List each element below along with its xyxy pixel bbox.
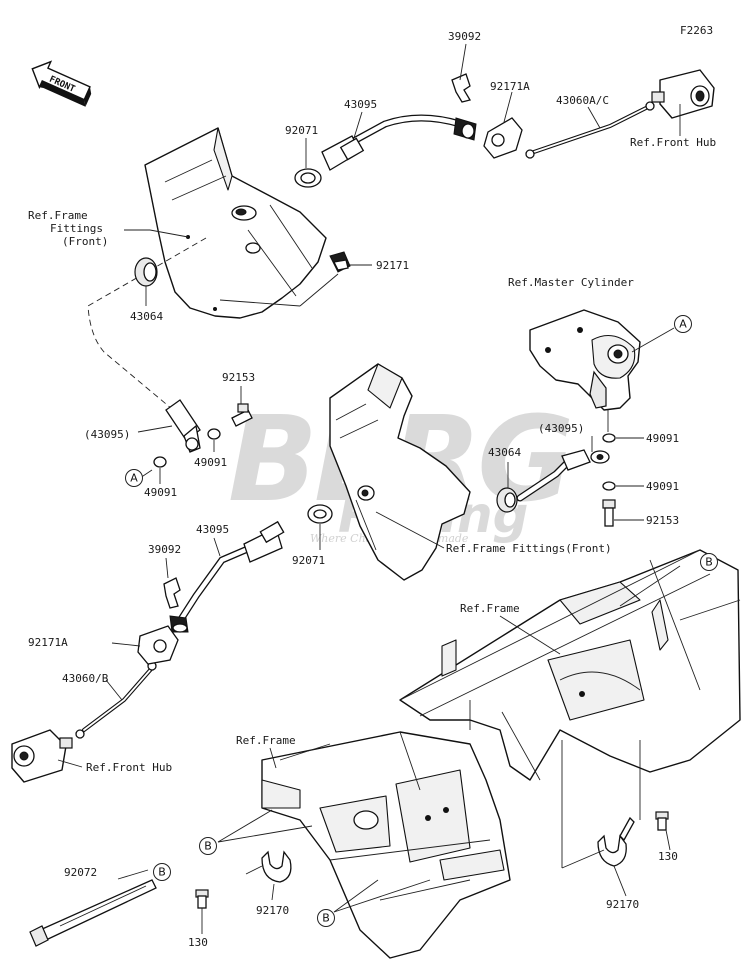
callout-a-right-text: A bbox=[679, 318, 687, 331]
label-ref-frame-fittings-l2: Fittings bbox=[50, 222, 103, 235]
label-49091-mid: 49091 bbox=[194, 456, 227, 469]
washer-49091-right2 bbox=[602, 481, 616, 491]
clamp-92170-right bbox=[597, 816, 635, 867]
hose-fitting-lower bbox=[169, 520, 285, 633]
label-43095-paren-right: (43095) bbox=[538, 422, 584, 435]
hose-fitting-upper bbox=[321, 117, 477, 171]
label-92170-left: 92170 bbox=[256, 904, 289, 917]
frame-fitting-middle bbox=[329, 363, 471, 581]
label-92171a-top: 92171A bbox=[490, 80, 530, 93]
label-39092-left: 39092 bbox=[148, 543, 181, 556]
bolt-130-right bbox=[655, 811, 669, 831]
clamp-92170-left bbox=[261, 850, 292, 883]
label-92153-right: 92153 bbox=[646, 514, 679, 527]
label-92071-mid: 92071 bbox=[292, 554, 325, 567]
label-49091-left: 49091 bbox=[144, 486, 177, 499]
label-92072: 92072 bbox=[64, 866, 97, 879]
clip-39092-left bbox=[163, 577, 181, 609]
diagram-code: F2263 bbox=[680, 24, 713, 37]
bolt-92153-left bbox=[231, 403, 253, 427]
callout-b-bottom: B bbox=[317, 909, 335, 927]
label-ref-front-hub-top: Ref.Front Hub bbox=[630, 136, 716, 149]
hose-fitting-mid-left bbox=[165, 399, 201, 453]
wheel-cylinder-lower bbox=[11, 729, 73, 783]
grommet-43064-right bbox=[496, 487, 518, 513]
grommet-43064-left bbox=[134, 257, 158, 287]
label-43095-top: 43095 bbox=[344, 98, 377, 111]
washer-49091-mid bbox=[207, 428, 221, 440]
label-43060ac: 43060A/C bbox=[556, 94, 609, 107]
label-49091-right1: 49091 bbox=[646, 432, 679, 445]
wheel-cylinder-upper bbox=[651, 69, 715, 119]
label-43095-paren-left: (43095) bbox=[84, 428, 130, 441]
callout-b-left: B bbox=[199, 837, 217, 855]
washer-49091-right1 bbox=[602, 433, 616, 443]
label-92071-top: 92071 bbox=[285, 124, 318, 137]
leader-a-right bbox=[631, 327, 675, 353]
callout-b-bottom-text: B bbox=[322, 912, 330, 925]
bolt-92153-right bbox=[602, 499, 616, 527]
leader-lines bbox=[57, 43, 681, 934]
grommet-92071-top bbox=[294, 168, 322, 188]
callout-b-tie-text: B bbox=[158, 866, 166, 879]
label-130-right: 130 bbox=[658, 850, 678, 863]
lower-frame-left bbox=[261, 731, 511, 959]
label-ref-frame-fittings-l3: (Front) bbox=[62, 235, 108, 248]
callout-b-top: B bbox=[700, 553, 718, 571]
frame-fitting-upper bbox=[144, 127, 327, 319]
bolt-130-left bbox=[195, 889, 209, 909]
label-43064-left: 43064 bbox=[130, 310, 163, 323]
washer-49091-left bbox=[153, 456, 167, 468]
label-43060b: 43060/B bbox=[62, 672, 109, 685]
callout-a-left: A bbox=[125, 469, 143, 487]
cable-tie-92072 bbox=[29, 879, 157, 947]
lower-frame-right bbox=[399, 549, 741, 781]
label-92171: 92171 bbox=[376, 259, 409, 272]
front-arrow-icon: FRONT bbox=[31, 60, 92, 107]
callout-b-left-text: B bbox=[204, 840, 212, 853]
callout-b-top-text: B bbox=[705, 556, 713, 569]
part-labels: 39092 92171A 43060A/C Ref.Front Hub 4309… bbox=[28, 30, 716, 949]
label-92170-right: 92170 bbox=[606, 898, 639, 911]
bracket-92171a-left bbox=[137, 625, 179, 665]
label-92171a-left: 92171A bbox=[28, 636, 68, 649]
clip-39092-top bbox=[451, 73, 472, 103]
brake-hose-lower bbox=[174, 544, 254, 628]
hose-fitting-mid-right bbox=[561, 449, 610, 471]
callout-a-right: A bbox=[674, 315, 692, 333]
label-ref-frame-right: Ref.Frame bbox=[460, 602, 520, 615]
master-cylinder bbox=[529, 309, 641, 411]
label-39092-top: 39092 bbox=[448, 30, 481, 43]
callout-a-left-text: A bbox=[130, 472, 138, 485]
label-130-left: 130 bbox=[188, 936, 208, 949]
label-ref-frame-lower: Ref.Frame bbox=[236, 734, 296, 747]
callout-b-tie: B bbox=[153, 863, 171, 881]
label-92153-left: 92153 bbox=[222, 371, 255, 384]
label-ref-master-cylinder: Ref.Master Cylinder bbox=[508, 276, 634, 289]
label-ref-frame-fittings-l1: Ref.Frame bbox=[28, 209, 88, 222]
label-43095-left: 43095 bbox=[196, 523, 229, 536]
label-ref-frame-fittings-front: Ref.Frame Fittings(Front) bbox=[446, 542, 612, 555]
hose-route-dashed bbox=[87, 237, 207, 415]
label-49091-right2: 49091 bbox=[646, 480, 679, 493]
label-ref-front-hub-left: Ref.Front Hub bbox=[86, 761, 172, 774]
label-43064-right: 43064 bbox=[488, 446, 521, 459]
bracket-92171a-top bbox=[483, 117, 523, 159]
clamp-92171 bbox=[329, 251, 351, 273]
grommet-92071-mid bbox=[307, 504, 333, 524]
